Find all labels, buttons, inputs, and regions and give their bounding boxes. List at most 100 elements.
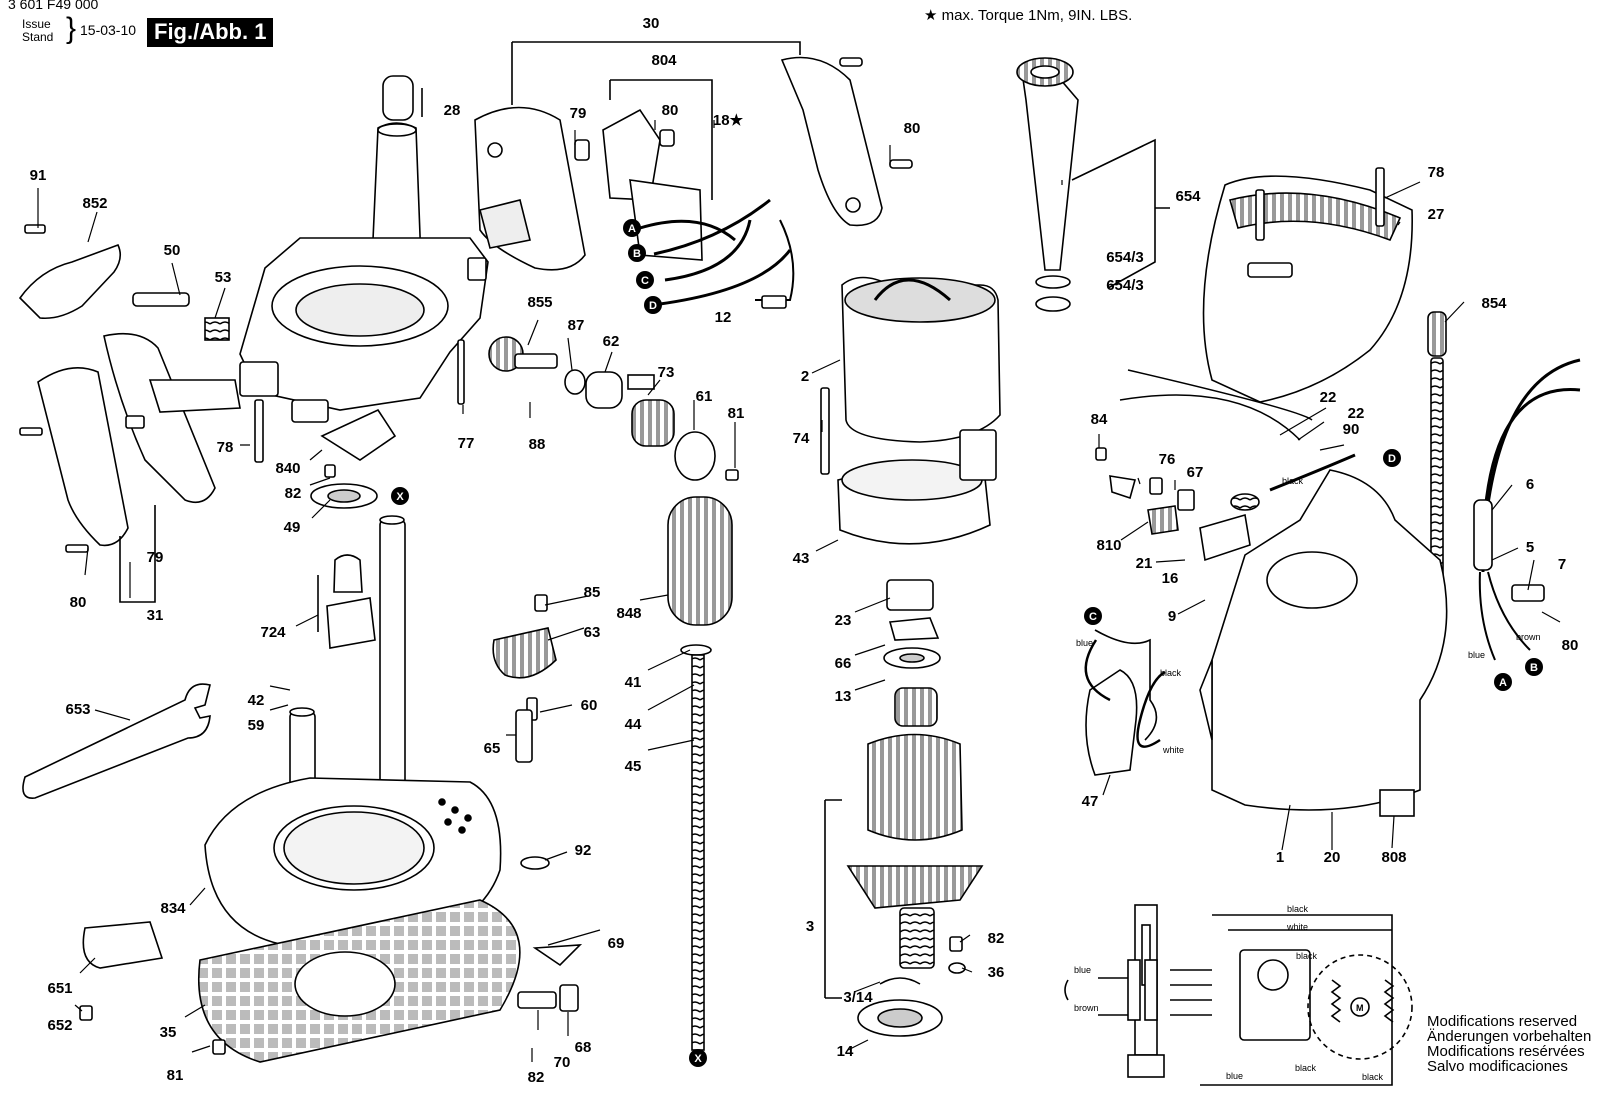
callout-852: 852 [82,195,107,212]
callout-834: 834 [160,900,186,917]
callout-42: 42 [248,692,265,709]
callout-82: 82 [285,485,302,502]
callout-88: 88 [529,436,546,453]
depth-column-x [379,519,406,786]
callout-652: 652 [47,1017,72,1034]
callout-68: 68 [575,1039,592,1056]
callout-2: 2 [801,368,809,385]
collet-724 [333,554,363,593]
modifications-de: Änderungen vorbehalten [1427,1028,1592,1045]
callout-36: 36 [988,964,1005,981]
marker-a-right: A [1499,677,1507,689]
marker-b-right: B [1530,662,1538,674]
handle-grip-right [103,332,216,504]
callout-82-bottom: 82 [528,1069,545,1086]
callout-654-3a: 654/3 [1106,249,1144,266]
switch-47 [1085,669,1138,776]
schematic-label-black2: black [1296,951,1318,961]
brace-icon: } [66,12,77,45]
knob-73 [631,399,675,447]
callout-855: 855 [527,294,552,311]
callout-810: 810 [1096,537,1121,554]
callout-80-left: 80 [70,594,87,611]
wrench-653 [22,683,211,799]
modifications-en: Modifications reserved [1427,1013,1578,1030]
callout-62: 62 [603,333,620,350]
callout-44: 44 [625,716,642,733]
callout-9: 9 [1168,608,1176,625]
callout-28: 28 [444,102,461,119]
rod-44 [691,654,705,1051]
callout-90: 90 [1343,421,1360,438]
marker-c-left: C [1089,611,1097,623]
issue-label: Issue [22,17,51,31]
callout-12: 12 [715,309,732,326]
callout-92: 92 [575,842,592,859]
screw-74 [820,387,830,475]
callout-724: 724 [260,624,286,641]
callout-16: 16 [1162,570,1179,587]
knob-854 [1427,311,1447,357]
wire-label-black-mid: black [1160,668,1182,678]
callout-6: 6 [1526,476,1534,493]
modifications-es: Salvo modificaciones [1427,1058,1568,1075]
callout-84: 84 [1091,411,1108,428]
callout-651: 651 [47,980,72,997]
callout-79-left: 79 [147,549,164,566]
schematic-label-blue: blue [1074,965,1091,975]
callout-3: 3 [806,918,814,935]
marker-a: A [628,223,636,235]
callout-23: 23 [835,612,852,629]
schematic-label-white: white [1286,922,1308,932]
torque-note: ★ max. Torque 1Nm, 9IN. LBS. [924,7,1133,24]
callout-50: 50 [164,242,181,259]
motor-housing-1 [1211,469,1448,811]
schematic-motor-symbol: M [1356,1003,1364,1013]
callout-79: 79 [570,105,587,122]
callout-49: 49 [284,519,301,536]
callout-63: 63 [584,624,601,641]
nut-724 [326,597,376,649]
callout-73: 73 [658,364,675,381]
cord-6 [1473,499,1493,571]
callout-22a: 22 [1320,389,1337,406]
wire-label-blue-right: blue [1468,650,1485,660]
schematic-label-black1: black [1287,904,1309,914]
callout-20: 20 [1324,849,1341,866]
washer-92 [520,856,550,870]
switch-804 [602,108,661,201]
clamp-7 [1511,584,1545,602]
figure-label: Fig./Abb. 1 [147,18,274,47]
callout-22b: 22 [1348,405,1365,422]
modifications-note: Modifications reserved Änderungen vorbeh… [1427,1014,1591,1074]
stand-label: Stand [22,30,54,44]
callout-77: 77 [458,435,475,452]
ring-651 [82,921,164,969]
spring-53 [204,317,230,341]
callout-65: 65 [484,740,501,757]
callout-21: 21 [1136,555,1153,572]
callout-69: 69 [608,935,625,952]
cap-61 [674,431,716,481]
torque-note-text: max. Torque 1Nm, 9IN. LBS. [941,7,1133,24]
callout-848: 848 [616,605,641,622]
callout-31: 31 [147,607,164,624]
callout-47: 47 [1082,793,1099,810]
marker-c: C [641,275,649,287]
wire-label-black: black [1282,476,1304,486]
callout-80-far-right: 80 [1562,637,1579,654]
marker-b: B [633,248,641,260]
schematic-label-blue-bottom: blue [1226,1071,1243,1081]
marker-x-top: X [396,491,404,503]
wire-label-brown: brown [1516,632,1541,642]
callout-7: 7 [1558,556,1566,573]
guide-tube-28a [382,75,414,121]
shaft-654 [1021,64,1079,271]
armature-3 [867,733,963,841]
brush-810 [1147,505,1179,535]
callout-13: 13 [835,688,852,705]
callout-804: 804 [651,52,677,69]
callout-91: 91 [30,167,47,184]
callout-76: 76 [1159,451,1176,468]
schematic-label-black-bottom: black [1295,1063,1317,1073]
